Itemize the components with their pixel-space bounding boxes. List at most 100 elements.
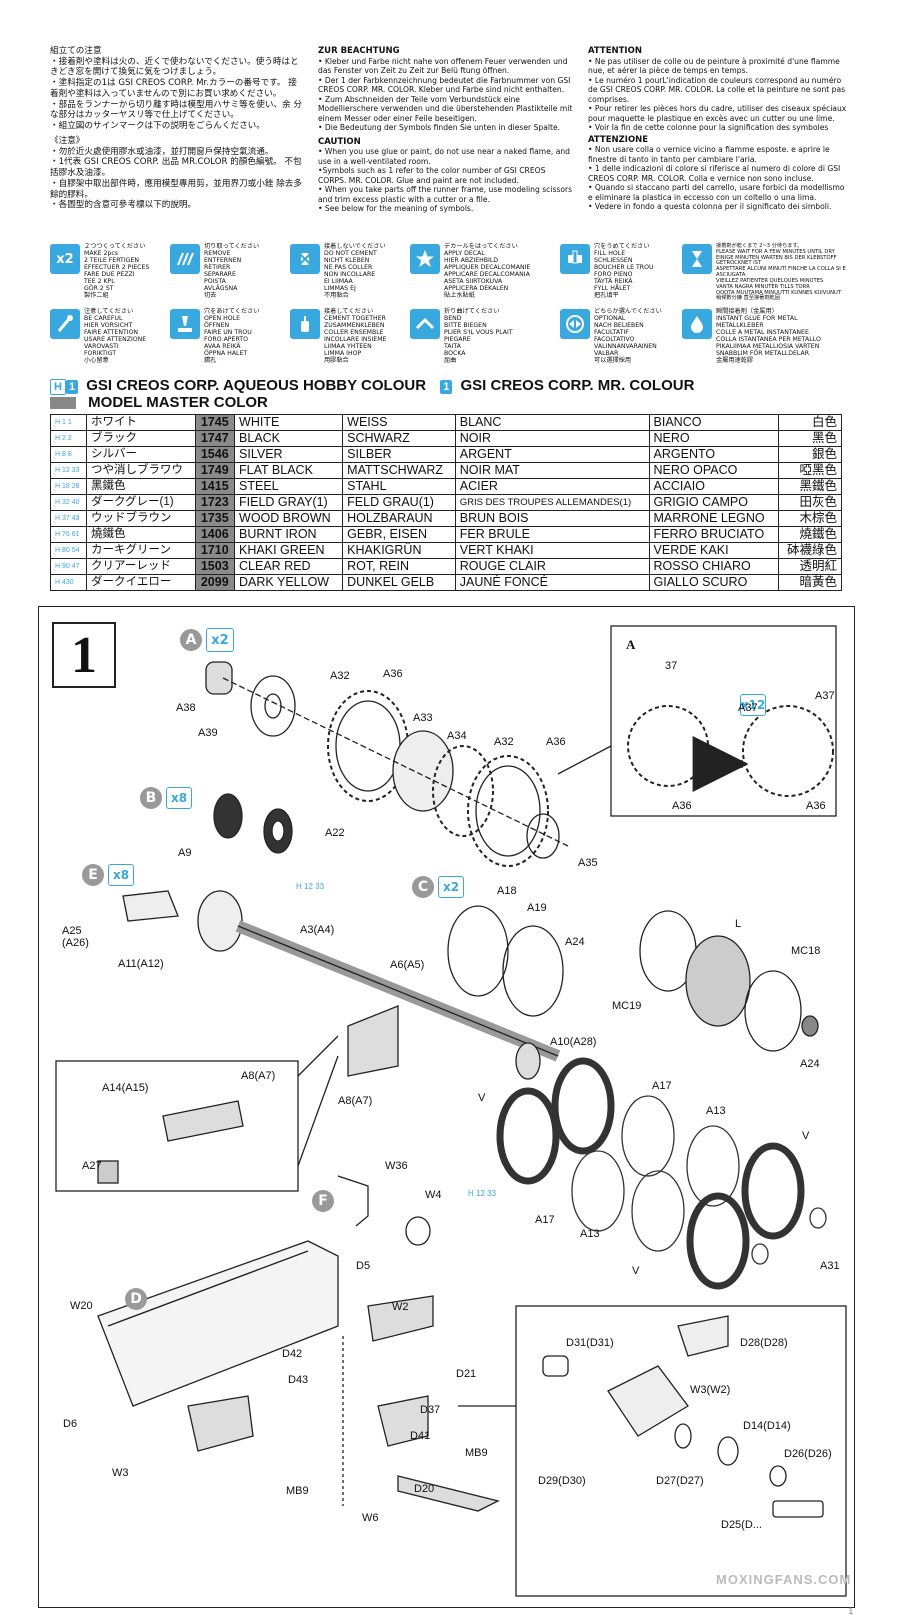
notes-japanese-item: ・接着剤や塗料は火の、近くで使わないでください。使う時はと きどき窓を開けて換気… <box>50 56 299 78</box>
color-cell-it: FERRO BRUCIATO <box>648 526 779 543</box>
color-cell-en: KHAKI GREEN <box>234 542 344 559</box>
part-label: D41 <box>410 1430 431 1442</box>
inset-qty-value: x12 <box>740 694 766 716</box>
notes-japanese-item: ・塗料指定の1は GSI CREOS CORP. Mr.カラーの番号です。 接着… <box>50 78 297 99</box>
suspension-inset <box>55 1035 339 1192</box>
sub-c-letter: C <box>412 876 434 898</box>
step-1-frame <box>38 606 855 1608</box>
color-cell-it: BIANCO <box>648 414 779 431</box>
notes-japanese-heading: 組立ての注意 <box>50 46 102 56</box>
part-label: W3 <box>112 1467 129 1479</box>
hull-panel-d <box>97 1240 500 1512</box>
optional-icon <box>560 309 590 339</box>
color-cell-it: GRIGIO CAMPO <box>648 494 779 511</box>
color-cell-zh: 田灰色 <box>777 494 843 511</box>
part-label: 37 <box>665 660 678 672</box>
color-cell-it: ROSSO CHIARO <box>648 558 779 575</box>
title-mm: MODEL MASTER COLOR <box>88 394 268 411</box>
part-label: A22 <box>325 827 345 839</box>
part-label: A9 <box>178 847 192 859</box>
inset-qty: x12 <box>740 694 766 716</box>
open-hole-icon <box>170 309 200 339</box>
symbol-text: 折り曲げてください BEND BITTE BIEGEN PLIER S'IL V… <box>444 308 513 364</box>
metal-glue-icon <box>682 309 712 339</box>
symbol-decal: デカールをはってください APPLY DECAL HIER ABZIEHBILD… <box>410 243 531 300</box>
fill-hole-icon <box>560 244 590 274</box>
symbol-text: デカールをはってください APPLY DECAL HIER ABZIEHBILD… <box>444 243 531 299</box>
color-cell-code: 1747 <box>194 430 236 447</box>
color-cell-en: SILVER <box>234 446 344 463</box>
color-cell-jp: ホワイト <box>86 414 196 431</box>
badge-mr: 1 <box>440 380 453 394</box>
color-cell-code: 1745 <box>194 414 236 431</box>
sub-b-qty: x8 <box>166 787 192 809</box>
decal-icon <box>410 244 440 274</box>
part-label: D20 <box>414 1483 435 1495</box>
color-cell-fr: NOIR <box>454 430 650 447</box>
color-cell-fr: ROUGE CLAIR <box>454 558 650 575</box>
notes-chinese-item: ・1代表 GSI CREOS CORP. 出品 MR.COLOR 的顏色編號。 … <box>50 157 302 179</box>
part-label: D29(D30) <box>538 1475 586 1487</box>
sprocket-assembly <box>205 661 569 867</box>
symbol-wait: 接着剤が乾くまで 2~3 分待ちます。 PLEASE WAIT FOR A FE… <box>682 243 850 302</box>
part-label: A6(A5) <box>390 959 425 971</box>
notes-german-item: • Zum Abschneiden der Teile vom Verbunds… <box>318 94 573 123</box>
color-cell-zh: 銀色 <box>777 446 843 463</box>
color-cell-it: GIALLO SCURO <box>648 574 779 591</box>
symbol-remove: 切り取ってください REMOVE ENTFERNEN RETIRER SEPAR… <box>170 243 259 300</box>
color-cell-h: H 1 1 <box>49 414 88 431</box>
notes-english-item: • When you use glue or paint, do not use… <box>318 147 570 166</box>
symbol-optional: どちらか選んでください OPTIONAL NACH BELIEBEN FACUL… <box>560 308 662 365</box>
step-number: 1 <box>71 626 97 684</box>
color-cell-jp: 燒鐵色 <box>86 526 196 543</box>
part-label: W2 <box>392 1301 409 1313</box>
part-label: A24 <box>565 936 585 948</box>
color-cell-en: WOOD BROWN <box>234 510 344 527</box>
part-label: V <box>478 1092 486 1104</box>
part-label: V <box>632 1265 640 1277</box>
color-cell-code: 1503 <box>194 558 236 575</box>
color-ref-label: H 12 33 <box>296 882 325 891</box>
color-cell-en: FIELD GRAY(1) <box>234 494 344 511</box>
part-label: W6 <box>362 1512 379 1524</box>
notes-chinese-heading: 《注意》 <box>50 135 85 146</box>
part-label: V <box>802 1130 810 1142</box>
part-label: D43 <box>288 1374 309 1386</box>
color-cell-code: 1723 <box>194 494 236 511</box>
notes-english-item: •Symbols such as 1 refer to the color nu… <box>318 166 546 185</box>
part-label: A8(A7) <box>241 1070 276 1082</box>
color-cell-zh: 木棕色 <box>777 510 843 527</box>
color-cell-en: DARK YELLOW <box>234 574 344 591</box>
notes-chinese-item: ・勿於近火處使用膠水或油漆，並打開窗戶保持空氣流通。 <box>50 146 274 157</box>
sub-f-marker: F <box>312 1190 334 1212</box>
part-label: A17 <box>535 1214 555 1226</box>
symbol-text: 穴をうめてください FILL HOLE SCHLIESSEN BOUCHER L… <box>594 243 654 299</box>
part-label: W3(W2) <box>690 1384 731 1396</box>
notes-english-item: • When you take parts off the runner fra… <box>318 185 573 204</box>
notes-italian-item: • 1 delle indicazioni di colore si rifer… <box>588 164 841 183</box>
notes-chinese-item: ・自膠架中取出部件時，應用模型專用剪，並用界刀或小銼 除去多餘的膠料。 <box>50 178 302 200</box>
color-cell-fr: JAUNÉ FONCÉ <box>454 574 650 591</box>
part-label: MB9 <box>465 1447 488 1459</box>
color-cell-de: WEISS <box>342 414 456 431</box>
notes-french-heading: ATTENTION <box>588 46 642 56</box>
model-master-swatch <box>50 397 76 410</box>
part-label: A35 <box>578 857 598 869</box>
sub-c-qty: x2 <box>438 876 464 898</box>
color-cell-fr: BLANC <box>454 414 650 431</box>
symbol-text: 瞬間接着剤（金属用） INSTANT GLUE FOR METAL METALL… <box>716 308 821 364</box>
color-cell-zh: 黑鐵色 <box>777 478 843 495</box>
color-cell-en: FLAT BLACK <box>234 462 344 479</box>
part-label: A19 <box>527 902 547 914</box>
sub-a-letter: A <box>180 629 202 651</box>
color-cell-jp: 黑鐵色 <box>86 478 196 495</box>
color-cell-fr: VERT KHAKI <box>454 542 650 559</box>
notes-french: ATTENTION • Ne pas utiliser de colle ou … <box>588 46 850 212</box>
notes-german-item: • Der 1 der Farbkennzeichnung bedeutet d… <box>318 75 571 95</box>
symbol-legend: x2 ２つつくってください MAKE 2pcs 2 TEILE FERTIGEN… <box>50 243 850 369</box>
